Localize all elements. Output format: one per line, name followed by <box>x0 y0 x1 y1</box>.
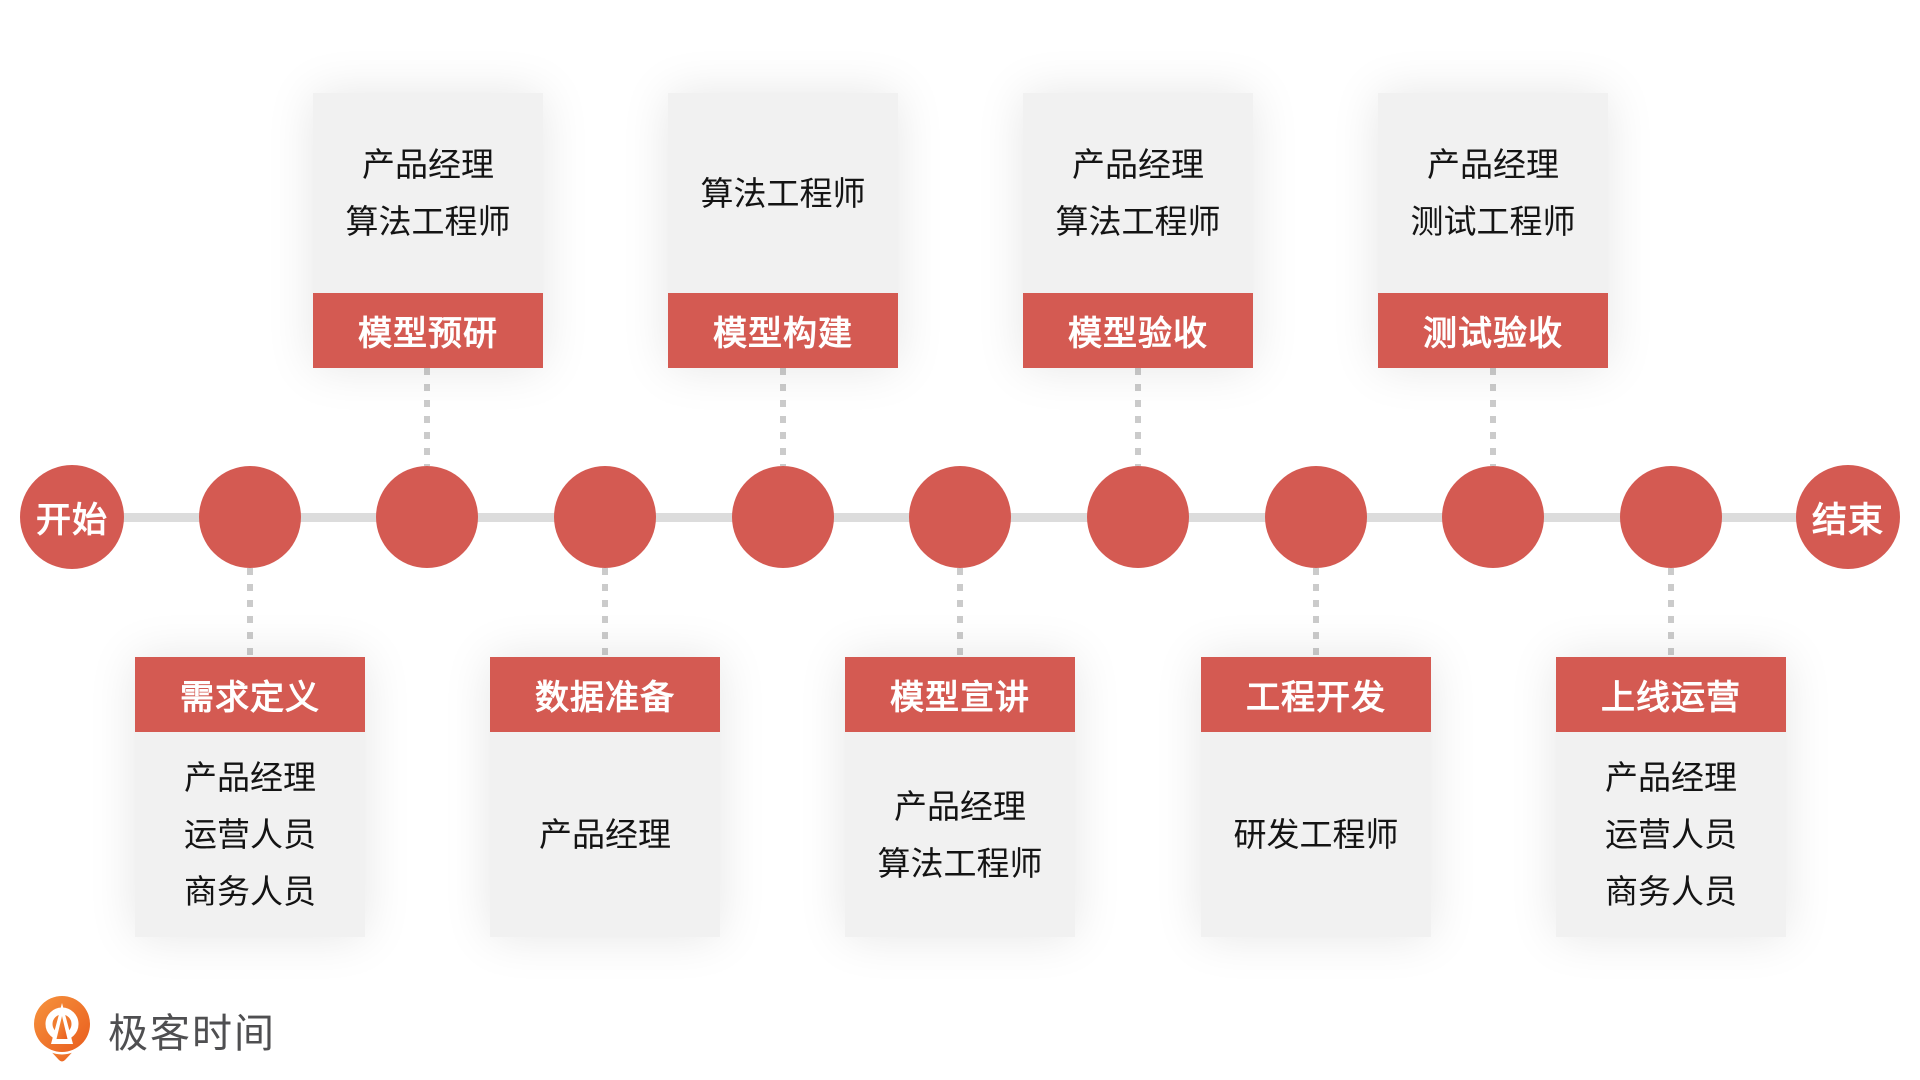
timeline-node-6 <box>909 466 1011 568</box>
role-label: 运营人员 <box>1605 816 1737 853</box>
stage-box-model-preresearch: 产品经理 算法工程师 模型预研 <box>313 93 543 368</box>
timeline-node-2 <box>199 466 301 568</box>
timeline-node-4 <box>554 466 656 568</box>
stage-box-engineering-development: 工程开发 研发工程师 <box>1201 657 1431 937</box>
start-label: 开始 <box>35 500 108 540</box>
role-label: 产品经理 <box>539 816 671 853</box>
stage-box-launch-operation: 上线运营 产品经理 运营人员 商务人员 <box>1556 657 1786 937</box>
stage-roles: 产品经理 <box>490 732 720 937</box>
stage-box-test-acceptance: 产品经理 测试工程师 测试验收 <box>1378 93 1608 368</box>
role-label: 测试工程师 <box>1410 203 1576 240</box>
stage-title: 数据准备 <box>490 657 720 732</box>
connector-bottom-4 <box>1313 568 1319 657</box>
role-label: 运营人员 <box>184 816 316 853</box>
connector-top-1 <box>424 368 430 466</box>
timeline-node-7 <box>1087 466 1189 568</box>
stage-box-requirement-definition: 需求定义 产品经理 运营人员 商务人员 <box>135 657 365 937</box>
connector-bottom-3 <box>957 568 963 657</box>
timeline-node-3 <box>376 466 478 568</box>
role-label: 产品经理 <box>894 787 1026 825</box>
role-label: 算法工程师 <box>1055 203 1221 240</box>
stage-roles: 产品经理 算法工程师 <box>1023 93 1253 293</box>
stage-title: 模型宣讲 <box>845 657 1075 732</box>
role-label: 算法工程师 <box>345 203 511 240</box>
timeline-node-8 <box>1265 466 1367 568</box>
stage-box-model-presentation: 模型宣讲 产品经理 算法工程师 <box>845 657 1075 937</box>
role-label: 产品经理 <box>184 759 316 796</box>
logo-wordmark: 极客时间 <box>108 1012 276 1056</box>
stage-roles: 产品经理 测试工程师 <box>1378 93 1608 293</box>
stage-roles: 产品经理 运营人员 商务人员 <box>135 732 365 937</box>
timeline-end-node: 结束 <box>1796 465 1900 569</box>
stage-title: 测试验收 <box>1378 293 1608 368</box>
connector-top-4 <box>1490 368 1496 466</box>
stage-box-model-build: 算法工程师 模型构建 <box>668 93 898 368</box>
stage-box-data-preparation: 数据准备 产品经理 <box>490 657 720 937</box>
stage-roles: 研发工程师 <box>1201 732 1431 937</box>
stage-title: 需求定义 <box>135 657 365 732</box>
geektime-q-pin-icon <box>31 996 93 1062</box>
geektime-logo: 极客时间 <box>30 996 276 1064</box>
role-label: 算法工程师 <box>700 174 866 212</box>
stage-title: 工程开发 <box>1201 657 1431 732</box>
stage-title: 模型验收 <box>1023 293 1253 368</box>
connector-top-3 <box>1135 368 1141 466</box>
role-label: 算法工程师 <box>877 844 1043 882</box>
connector-bottom-5 <box>1668 568 1674 657</box>
end-label: 结束 <box>1811 500 1884 540</box>
stage-roles: 产品经理 算法工程师 <box>845 732 1075 937</box>
stage-box-model-acceptance: 产品经理 算法工程师 模型验收 <box>1023 93 1253 368</box>
role-label: 商务人员 <box>1605 873 1737 910</box>
stage-title: 模型预研 <box>313 293 543 368</box>
stage-roles: 算法工程师 <box>668 93 898 293</box>
role-label: 商务人员 <box>184 873 316 910</box>
stage-title: 模型构建 <box>668 293 898 368</box>
stage-title: 上线运营 <box>1556 657 1786 732</box>
role-label: 产品经理 <box>362 146 494 183</box>
connector-bottom-1 <box>247 568 253 657</box>
timeline-node-5 <box>732 466 834 568</box>
role-label: 产品经理 <box>1605 759 1737 796</box>
timeline-start-node: 开始 <box>20 465 124 569</box>
timeline-node-9 <box>1442 466 1544 568</box>
stage-roles: 产品经理 运营人员 商务人员 <box>1556 732 1786 937</box>
timeline-node-10 <box>1620 466 1722 568</box>
role-label: 产品经理 <box>1427 146 1559 183</box>
connector-top-2 <box>780 368 786 466</box>
stage-roles: 产品经理 算法工程师 <box>313 93 543 293</box>
connector-bottom-2 <box>602 568 608 657</box>
role-label: 研发工程师 <box>1233 816 1399 853</box>
role-label: 产品经理 <box>1072 146 1204 183</box>
